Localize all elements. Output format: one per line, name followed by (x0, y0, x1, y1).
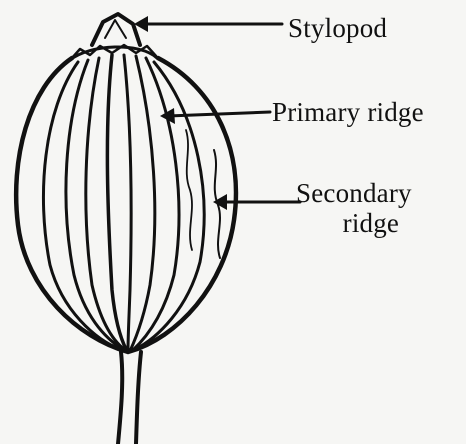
ridge-5 (124, 55, 131, 351)
ridge-6 (130, 56, 155, 351)
secondary-ridge-label: Secondary ridge (296, 178, 412, 238)
stylopod-inner (105, 20, 126, 38)
stylopod-label: Stylopod (288, 13, 387, 43)
stylopod (92, 14, 140, 45)
primary-ridge-label: Primary ridge (272, 97, 424, 127)
pedicel-edge (136, 352, 141, 444)
secondary-ridge-label-line1: Secondary (296, 178, 412, 208)
secondary-ridge-label-line2: ridge (296, 208, 412, 238)
ridge-4 (107, 55, 127, 351)
pedicel (118, 352, 122, 444)
ridge-3 (86, 58, 125, 350)
secondary-ridge-texture-2 (186, 130, 192, 250)
